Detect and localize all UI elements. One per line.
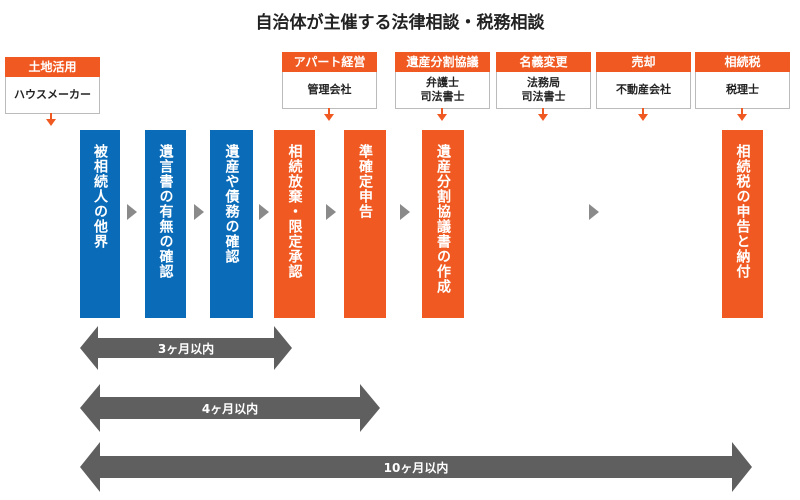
consult-body: 管理会社 <box>282 72 377 109</box>
consult-name-change: 名義変更 法務局 司法書士 <box>496 52 591 121</box>
chevron-right-icon <box>127 204 137 220</box>
down-arrow-icon <box>538 114 548 121</box>
consult-apartment: アパート経営 管理会社 <box>282 52 377 121</box>
consult-body: 税理士 <box>695 72 790 109</box>
consult-header: 遺産分割協議 <box>395 52 490 72</box>
period-label: 10ヶ月以内 <box>383 460 449 475</box>
consult-body-line: 管理会社 <box>307 83 352 96</box>
consult-body-line: 税理士 <box>726 83 759 96</box>
consult-header: 名義変更 <box>496 52 591 72</box>
down-arrow-icon <box>46 119 56 126</box>
consult-body: ハウスメーカー <box>5 77 100 114</box>
chevron-right-icon <box>259 204 269 220</box>
period-label: 4ヶ月以内 <box>201 401 259 416</box>
step-quasi-final-return: 準確定申告 <box>344 130 386 318</box>
consult-sale: 売却 不動産会社 <box>596 52 691 121</box>
page-title: 自治体が主催する法律相談・税務相談 <box>255 13 545 33</box>
consult-body-line: 弁護士 <box>426 76 459 89</box>
consult-body: 弁護士 司法書士 <box>395 72 490 109</box>
consult-body-line: 法務局 <box>527 76 560 89</box>
step-label: 被相続人の他界 <box>92 144 108 249</box>
double-arrow-shape <box>80 442 752 492</box>
chevron-right-icon <box>589 204 599 220</box>
down-arrow-icon <box>324 114 334 121</box>
connector-stem <box>441 108 443 114</box>
consult-estate-division: 遺産分割協議 弁護士 司法書士 <box>395 52 490 121</box>
chevron-right-icon <box>326 204 336 220</box>
connector-stem <box>642 108 644 114</box>
double-arrow-shape <box>80 384 380 432</box>
step-asset-debt-check: 遺産や債務の確認 <box>210 130 253 318</box>
consult-header: 相続税 <box>695 52 790 72</box>
step-label: 準確定申告 <box>357 144 373 219</box>
down-arrow-icon <box>737 114 747 121</box>
connector-stem <box>50 113 52 119</box>
step-decedent-death: 被相続人の他界 <box>80 130 120 318</box>
step-division-agreement: 遺産分割協議書の作成 <box>422 130 464 318</box>
consult-body-line: 司法書士 <box>420 90 465 103</box>
consult-body-line: ハウスメーカー <box>14 88 91 101</box>
consult-header: アパート経営 <box>282 52 377 72</box>
double-arrow-shape <box>80 326 292 370</box>
period-3-months: 3ヶ月以内 <box>80 326 292 370</box>
consult-body-line: 不動産会社 <box>616 83 671 96</box>
connector-stem <box>542 108 544 114</box>
down-arrow-icon <box>638 114 648 121</box>
step-label: 遺産分割協議書の作成 <box>435 144 451 294</box>
consult-land-use: 土地活用 ハウスメーカー <box>5 57 100 126</box>
step-tax-return-payment: 相続税の申告と納付 <box>722 130 763 318</box>
chevron-right-icon <box>400 204 410 220</box>
period-10-months: 10ヶ月以内 <box>80 442 752 492</box>
consult-header: 土地活用 <box>5 57 100 77</box>
chevron-right-icon <box>194 204 204 220</box>
consult-body: 不動産会社 <box>596 72 691 109</box>
down-arrow-icon <box>437 114 447 121</box>
step-label: 相続税の申告と納付 <box>734 144 751 279</box>
step-label: 遺言書の有無の確認 <box>157 144 174 279</box>
step-label: 相続放棄・限定承認 <box>286 144 303 279</box>
period-label: 3ヶ月以内 <box>157 341 215 356</box>
consult-body: 法務局 司法書士 <box>496 72 591 109</box>
step-label: 遺産や債務の確認 <box>223 144 240 264</box>
consult-header: 売却 <box>596 52 691 72</box>
connector-stem <box>741 108 743 114</box>
step-renunciation: 相続放棄・限定承認 <box>274 130 315 318</box>
consult-body-line: 司法書士 <box>521 90 566 103</box>
connector-stem <box>328 108 330 114</box>
period-4-months: 4ヶ月以内 <box>80 384 380 432</box>
consult-inheritance-tax: 相続税 税理士 <box>695 52 790 121</box>
step-will-check: 遺言書の有無の確認 <box>145 130 186 318</box>
